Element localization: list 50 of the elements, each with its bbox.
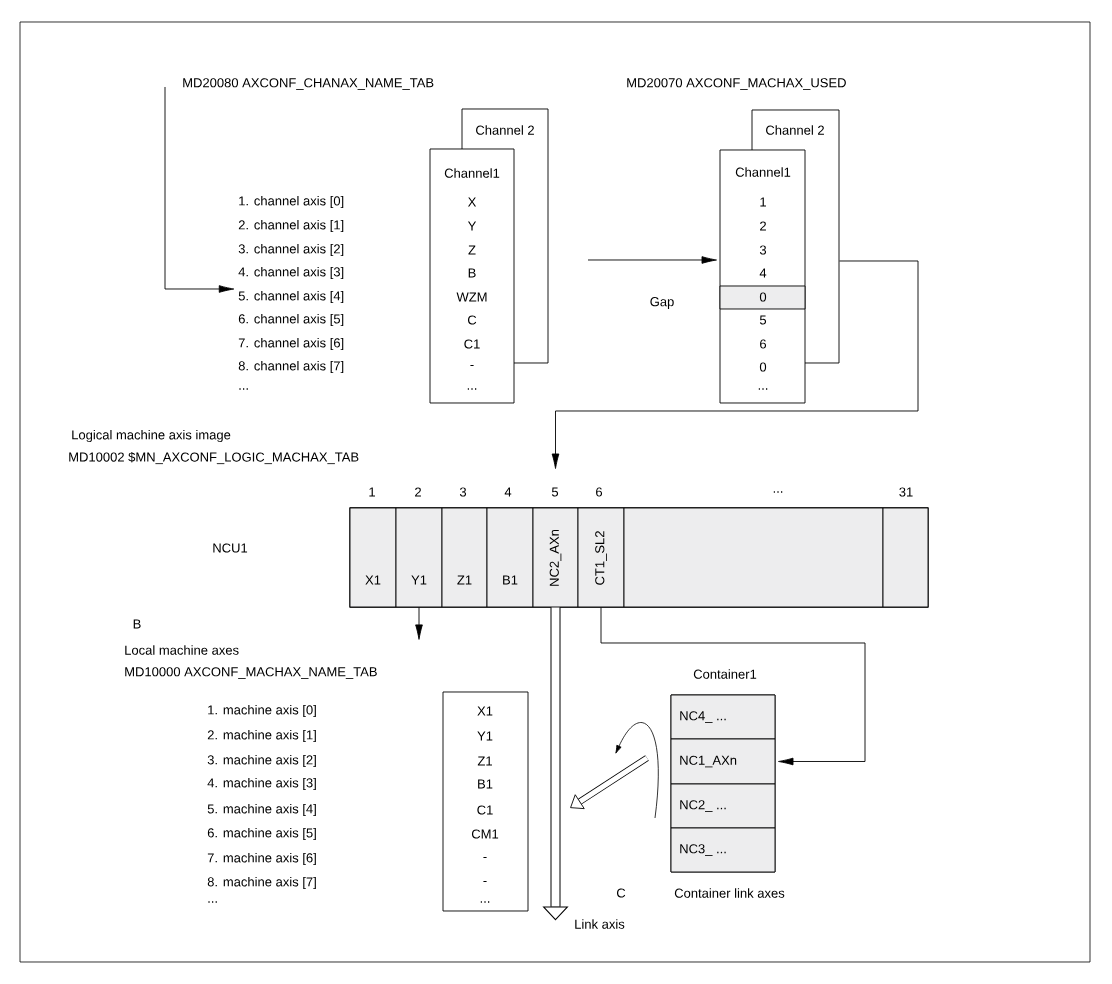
column-number: 3 xyxy=(459,487,467,497)
axis-list: 1. channel axis [0] 2. channel axis [1] 3. channel axis [2] 4. channel axis [3] 5. channel axis [4] 6. channel axis [5] 7. channel axis [6] 8. channel axis [7] ... xyxy=(238,195,344,390)
list-item: 5. machine axis [4] xyxy=(207,803,316,817)
column-number: 5 xyxy=(551,487,559,497)
label-text: Link axis xyxy=(575,919,625,929)
arrow xyxy=(164,86,235,293)
arrow xyxy=(587,256,717,264)
strip-cell xyxy=(882,507,929,608)
heading-text: MD10002 $MN_AXCONF_LOGIC_MACHAX_TAB xyxy=(69,451,359,465)
strip-cell: Y1 xyxy=(395,507,443,608)
heading-text: Logical machine axis image xyxy=(72,429,231,443)
list-item: 8. machine axis [7] xyxy=(207,876,316,890)
label-text: NCU1 xyxy=(213,543,248,553)
heading-text: MD20080 AXCONF_CHANAX_NAME_TAB xyxy=(183,78,434,90)
node-label: Container1 xyxy=(693,669,757,679)
list-item: ... xyxy=(208,901,217,903)
arrow xyxy=(543,607,568,921)
list-item: 7. machine axis [6] xyxy=(207,852,316,866)
list-item: 2. machine axis [1] xyxy=(207,729,316,743)
column-number: 2 xyxy=(415,487,421,497)
heading-text: MD20070 AXCONF_MACHAX_USED xyxy=(627,78,846,90)
label-text: Container link axes xyxy=(674,888,785,898)
column-number: 1 xyxy=(369,487,375,497)
arrow xyxy=(415,607,423,640)
highlighted-row: 0 xyxy=(719,285,806,310)
list-item: 6. machine axis [5] xyxy=(207,827,316,841)
label-text: B xyxy=(133,619,141,629)
table-cell: NC3_ ... xyxy=(670,827,776,873)
label-text: C xyxy=(616,888,626,898)
strip-cell: NC2_AXn xyxy=(532,507,579,608)
heading-text: MD10000 AXCONF_MACHAX_NAME_TAB xyxy=(125,667,377,679)
table-box: Channel1 X Y Z B WZM C C1 - ... xyxy=(429,148,515,404)
list-item: 4. machine axis [3] xyxy=(207,777,316,791)
strip-cell: X1 xyxy=(349,507,397,608)
table-cell: NC2_ ... xyxy=(670,783,776,829)
column-number: 6 xyxy=(596,487,603,497)
column-number: 4 xyxy=(504,487,512,497)
column-number: 31 xyxy=(899,487,913,497)
column-number: ... xyxy=(773,491,783,493)
table-cell: NC1_AXn xyxy=(670,738,776,785)
list-item: 3. machine axis [2] xyxy=(207,754,316,768)
strip-cell: Z1 xyxy=(441,507,488,608)
table-box: X1 Y1 Z1 B1 C1 CM1 - - ... xyxy=(442,691,529,912)
arrow xyxy=(600,607,866,766)
strip-cell: B1 xyxy=(486,507,534,608)
table-cell: NC4_ ... xyxy=(670,694,776,740)
list-item: 1. machine axis [0] xyxy=(208,704,316,718)
strip-cell: CT1_SL2 xyxy=(577,507,625,608)
label-text: Gap xyxy=(650,297,674,309)
heading-text: Local machine axes xyxy=(125,645,239,655)
